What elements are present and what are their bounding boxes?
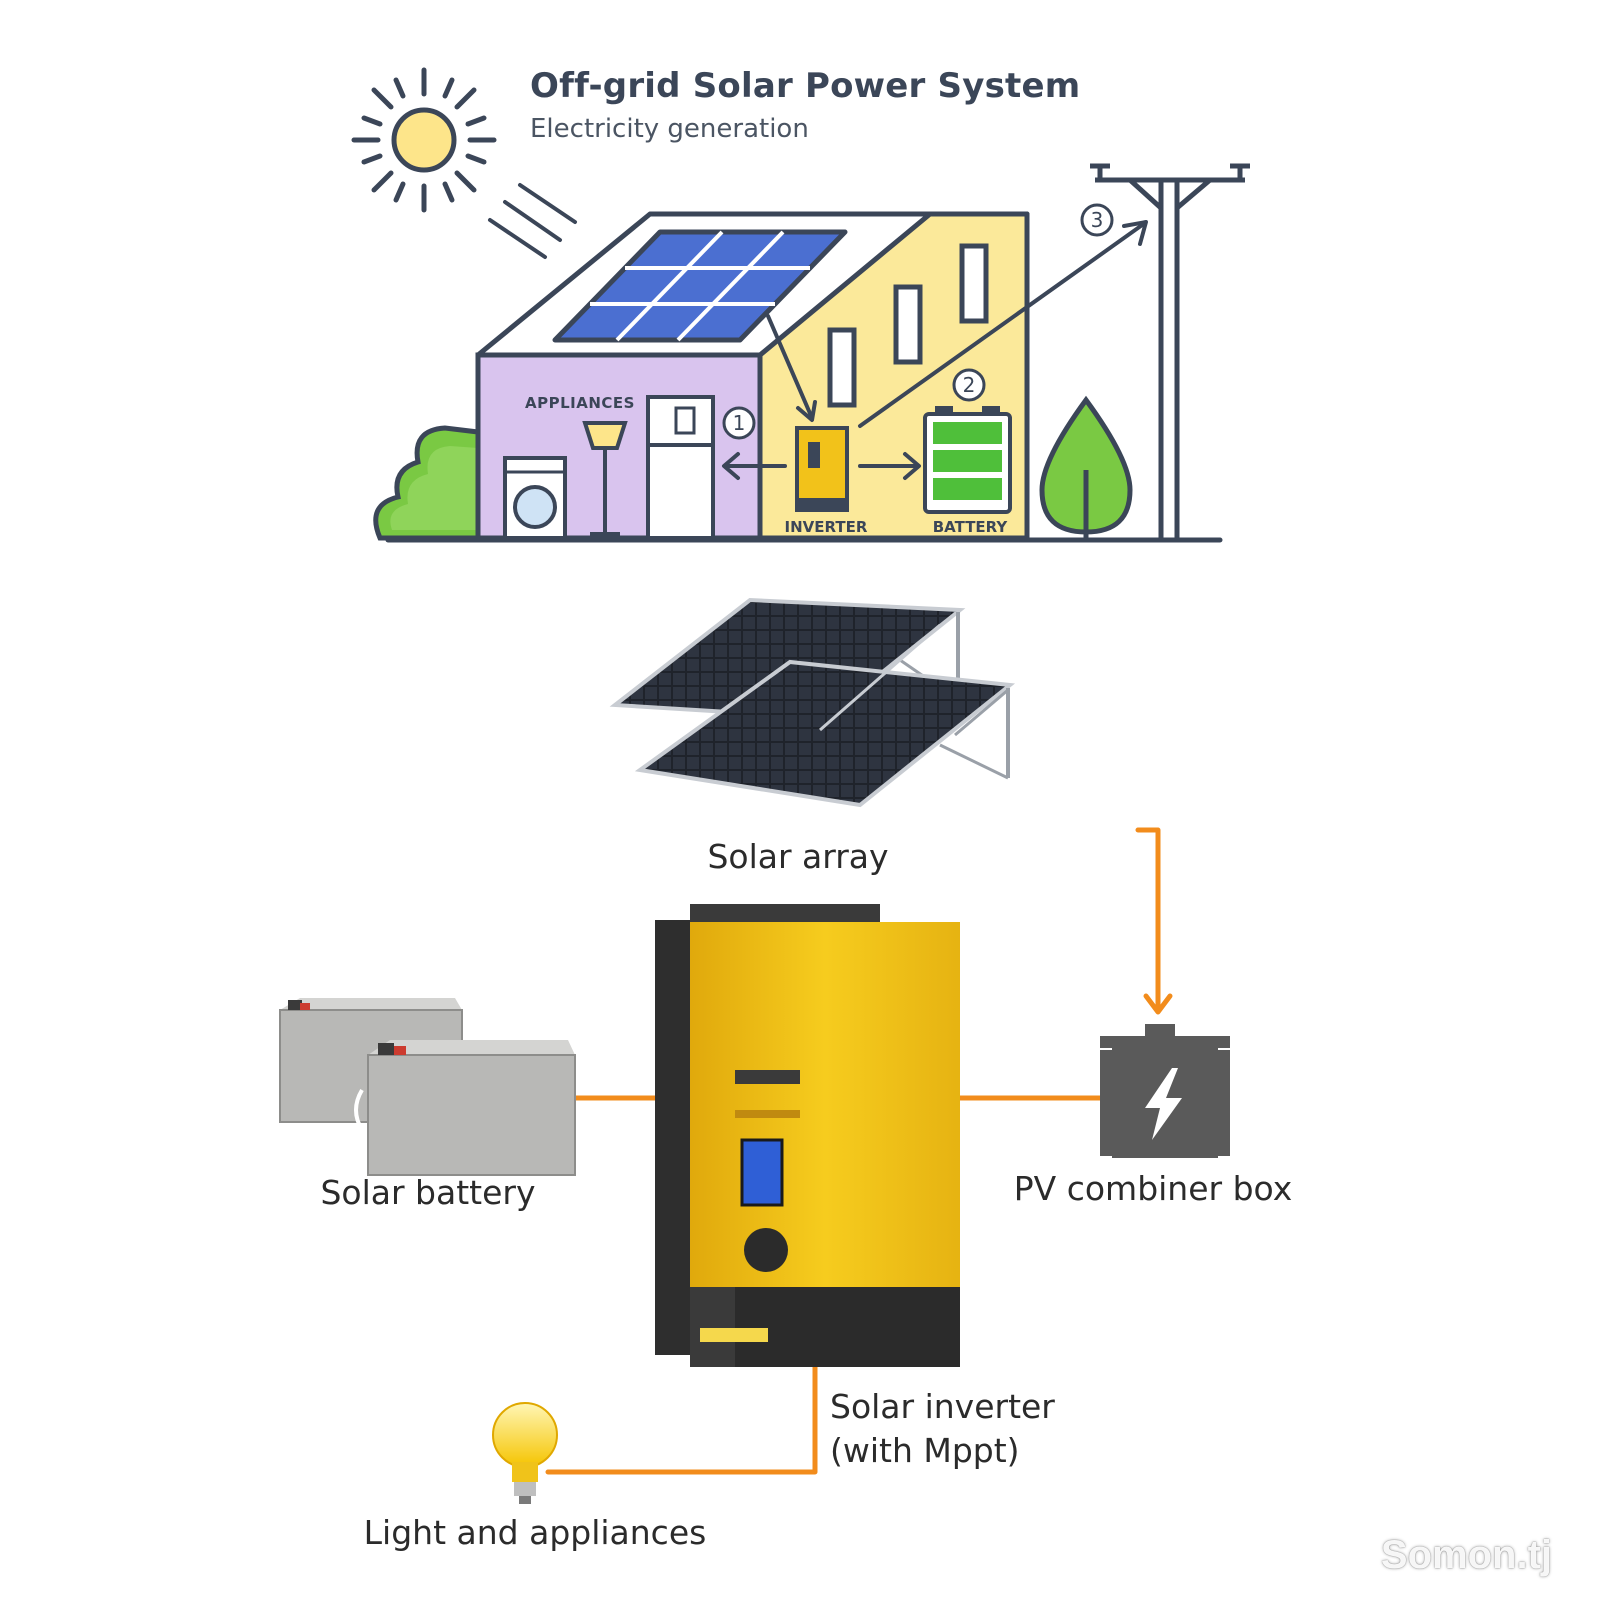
- floor-lamp-icon: [582, 421, 628, 536]
- watermark-logo: Somon.tj: [1380, 1533, 1552, 1577]
- solar-battery-icon: [279, 998, 576, 1176]
- appliances-label: APPLIANCES: [525, 394, 635, 412]
- washing-machine-icon: [503, 456, 567, 540]
- solar-inverter-label: Solar inverter: [830, 1387, 1055, 1426]
- diagram-subtitle: Electricity generation: [530, 114, 809, 144]
- step-3-number: 3: [1091, 208, 1104, 232]
- inverter-label: INVERTER: [785, 518, 868, 536]
- sun-icon: [351, 67, 497, 213]
- utility-pole-icon: [1090, 163, 1250, 540]
- house-inverter-icon: [795, 426, 849, 512]
- sunlight-rays: [488, 183, 577, 259]
- pv-combiner-box-label: PV combiner box: [1014, 1169, 1293, 1208]
- solar-inverter-icon: [655, 904, 960, 1367]
- house-illustration: 1 2 3 APPLIANCES INVERTER BATTERY: [351, 67, 1250, 543]
- tree-icon: [1039, 395, 1133, 538]
- step-3-icon: [1080, 203, 1114, 237]
- house-battery-icon: [923, 406, 1012, 514]
- step-markers: [722, 203, 1114, 440]
- bush-icon: [373, 425, 481, 541]
- light-and-appliances-label: Light and appliances: [364, 1513, 707, 1552]
- battery-label: BATTERY: [933, 518, 1009, 536]
- pv-combiner-box-icon: [1100, 1024, 1230, 1158]
- connector-lines: [545, 827, 1173, 1475]
- step-2-icon: [952, 368, 986, 402]
- fridge-icon: [646, 395, 715, 540]
- solar-array-label: Solar array: [707, 837, 888, 876]
- flow-arrows: [722, 220, 1148, 480]
- solar-inverter-mppt-label: (with Mppt): [830, 1431, 1020, 1470]
- step-1-icon: [722, 406, 756, 440]
- step-2-number: 2: [963, 373, 976, 397]
- roof-solar-panel-icon: [552, 229, 848, 343]
- diagram-title: Off-grid Solar Power System: [530, 66, 1081, 106]
- house-windows: [827, 243, 989, 408]
- step-1-number: 1: [733, 411, 746, 435]
- light-bulb-icon: [492, 1402, 558, 1504]
- solar-battery-label: Solar battery: [320, 1173, 535, 1212]
- system-schematic: Solar array Solar battery PV combiner bo…: [279, 597, 1293, 1552]
- solar-array-icon: [609, 597, 1016, 808]
- lightning-bolt-icon: [1145, 1068, 1182, 1140]
